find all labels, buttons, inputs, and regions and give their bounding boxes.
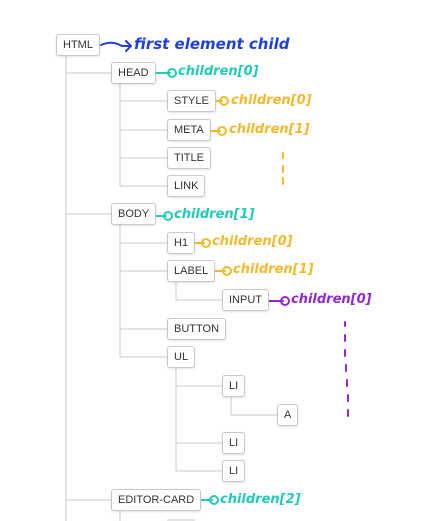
annotation-head: children[0] — [178, 64, 259, 79]
node-ul: UL — [167, 346, 196, 368]
node-title: TITLE — [167, 147, 211, 169]
node-li-2: LI — [222, 432, 246, 454]
node-input: INPUT — [222, 289, 269, 311]
node-h1: H1 — [167, 232, 196, 254]
node-head: HEAD — [111, 62, 156, 84]
node-html: HTML — [56, 34, 100, 56]
node-link: LINK — [167, 175, 206, 197]
node-li-1: LI — [222, 375, 246, 397]
node-li-3: LI — [222, 460, 246, 482]
annotation-label: children[1] — [233, 262, 314, 277]
annotation-body: children[1] — [174, 207, 255, 222]
annotation-html: first element child — [134, 35, 290, 53]
node-editor-card: EDITOR-CARD — [111, 489, 202, 511]
annotation-editor-card: children[2] — [220, 492, 301, 507]
annotation-h1: children[0] — [212, 234, 293, 249]
node-button: BUTTON — [167, 318, 227, 340]
node-style: STYLE — [167, 90, 216, 112]
node-body: BODY — [111, 203, 157, 225]
node-meta: META — [167, 119, 211, 141]
node-a: A — [277, 404, 299, 426]
annotation-meta: children[1] — [229, 122, 310, 137]
annotation-style: children[0] — [231, 93, 312, 108]
annotation-input: children[0] — [291, 292, 372, 307]
node-label: LABEL — [167, 260, 216, 282]
